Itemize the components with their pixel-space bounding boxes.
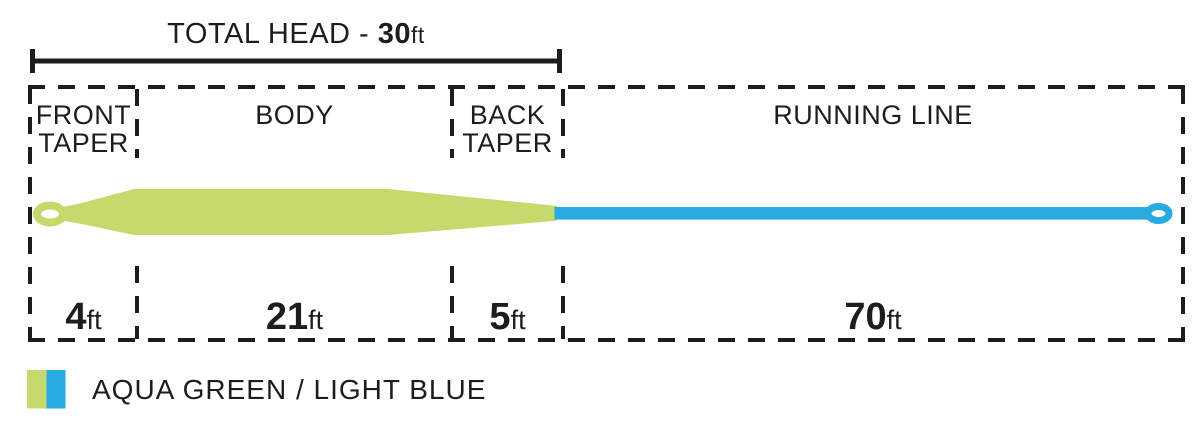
running-line-label: RUNNING LINE [773, 100, 973, 130]
body-label: BODY [255, 100, 334, 130]
running-line-length: 70ft [844, 296, 902, 338]
running-line-shape [554, 207, 1149, 220]
head-shape [62, 190, 556, 234]
section-measurements: 4ft 21ft 5ft 70ft [65, 296, 902, 338]
front-welded-loop [33, 201, 67, 227]
body-length-unit: ft [308, 305, 324, 335]
front-taper-label-line2: TAPER [38, 128, 129, 158]
body-length: 21ft [266, 296, 324, 338]
running-line-length-value: 70 [844, 296, 886, 338]
body-length-value: 21 [266, 296, 308, 338]
fly-line-graphic [33, 189, 1173, 235]
total-head-bracket [30, 49, 562, 73]
back-welded-loop [1144, 203, 1173, 224]
front-taper-length-value: 4 [65, 296, 86, 338]
section-boxes [28, 85, 1185, 342]
head-shape-outline [61, 189, 557, 235]
back-taper-label-line2: TAPER [462, 128, 553, 158]
legend-swatch-green [27, 370, 47, 409]
legend-swatch-blue [46, 370, 66, 409]
total-head-title-value: 30 [378, 18, 411, 50]
total-head-title-prefix: TOTAL HEAD - [167, 18, 378, 50]
front-taper-length: 4ft [65, 296, 102, 338]
back-taper-length-unit: ft [511, 305, 527, 335]
back-taper-length-value: 5 [489, 296, 510, 338]
front-taper-length-unit: ft [87, 305, 103, 335]
total-head-title: TOTAL HEAD - 30ft [167, 18, 425, 50]
front-taper-label-line1: FRONT [36, 100, 131, 130]
color-legend: AQUA GREEN / LIGHT BLUE [27, 370, 486, 409]
back-taper-label-line1: BACK [470, 100, 546, 130]
back-taper-length: 5ft [489, 296, 526, 338]
section-labels: FRONT TAPER BODY BACK TAPER RUNNING LINE [36, 100, 973, 158]
legend-label: AQUA GREEN / LIGHT BLUE [92, 374, 486, 405]
running-line-length-unit: ft [887, 305, 903, 335]
total-head-title-unit: ft [411, 22, 425, 48]
